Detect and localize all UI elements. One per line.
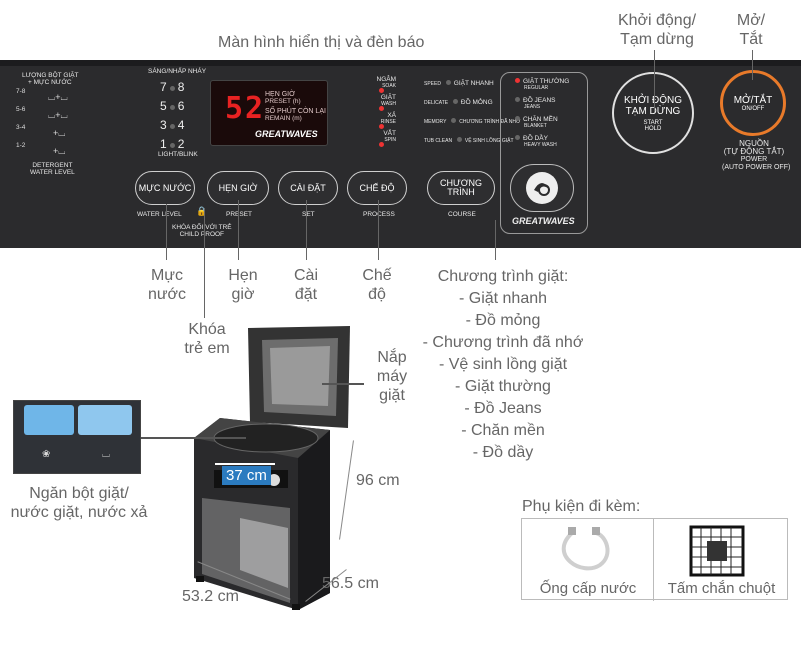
depth-dimension: 56.5 cm: [322, 575, 379, 592]
preset-button[interactable]: HẸN GIỜ: [207, 171, 269, 205]
on-off-label: Mở/Tắt: [736, 12, 766, 48]
mouse-guard-icon: [689, 525, 745, 577]
drum-width: 37 cm: [222, 466, 271, 485]
power-button[interactable]: MỞ/TẮT ON/OFF: [720, 70, 786, 136]
liquid-icon: ⌴: [102, 449, 110, 460]
detergent-title: LƯỢNG BỘT GIẶT+ MỰC NƯỚC: [22, 72, 79, 86]
brand-logo: GREATWAVES: [255, 129, 318, 139]
water-level-text: WATER LEVEL: [137, 211, 182, 218]
start-pause-button[interactable]: KHỞI ĐỘNG TẠM DỪNG START HOLD: [612, 72, 694, 154]
process-button[interactable]: CHẾ ĐỘ: [347, 171, 407, 205]
brand-logo-2: GREATWAVES: [512, 216, 575, 226]
course-box: [500, 72, 588, 234]
stage-dots: [376, 80, 387, 152]
preset-text-label: PRESET: [226, 211, 253, 218]
cup-icons: ⌴+⌴⌴+⌴ +⌴ +⌴: [48, 92, 68, 156]
light-blink-label: LIGHT/BLINK: [158, 151, 198, 158]
light-blink-header: SÁNG/NHẤP NHÁY: [148, 68, 207, 75]
wave-icon: [526, 172, 558, 204]
display-lights-label: Màn hình hiển thị và đèn báo: [218, 34, 425, 51]
powder-icon: ❀: [42, 449, 51, 460]
water-hose-label: Ống cấp nước: [539, 580, 637, 597]
height-dimension: 96 cm: [356, 472, 400, 489]
child-lock-icon: 🔒: [196, 206, 208, 216]
accessories-box: Ống cấp nước Tấm chắn chuột: [521, 518, 788, 601]
water-level-button[interactable]: MỰC NƯỚC: [135, 171, 195, 205]
power-description: NGUỒN(TỰ ĐỘNG TẮT)POWER(AUTO POWER OFF): [722, 139, 791, 172]
width-dimension: 53.2 cm: [182, 588, 239, 605]
set-button[interactable]: CÀI ĐẶT: [278, 171, 338, 205]
course-text-label: COURSE: [448, 211, 476, 218]
wave-button[interactable]: [510, 164, 574, 212]
detergent-callout: Ngăn bột giặt/nước giặt, nước xả: [10, 485, 148, 521]
mouse-guard-label: Tấm chắn chuột: [667, 580, 776, 597]
detergent-levels: 7-8 5-6 3-4 1-2: [16, 88, 26, 149]
water-hose-icon: [561, 527, 610, 571]
course-list-left: SPEED GIẶT NHANH DELICATE ĐỒ MỎNG MEMORY…: [424, 80, 521, 144]
program-list: Chương trình giặt: - Giặt nhanh - Đồ mỏn…: [422, 268, 584, 461]
detergent-drawer-photo: ❀ ⌴: [13, 400, 141, 474]
control-panel: LƯỢNG BỘT GIẶT+ MỰC NƯỚC 7-8 5-6 3-4 1-2…: [0, 60, 801, 248]
start-pause-label: Khởi động/Tạm dừng: [617, 12, 697, 48]
set-text-label: SET: [302, 211, 315, 218]
led-value: 52: [225, 91, 266, 126]
accessories-title: Phụ kiện đi kèm:: [522, 498, 641, 515]
